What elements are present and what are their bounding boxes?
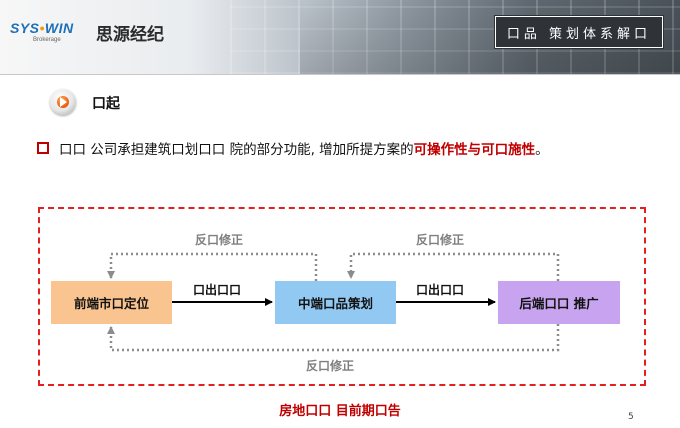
- box-front-positioning: 前端市口定位: [51, 281, 172, 324]
- feedback-label-top-left: 反口修正: [195, 233, 244, 247]
- header-divider: [0, 74, 680, 75]
- logo-subtext: Brokerage: [33, 37, 61, 43]
- output-label-2: 口出口口: [416, 283, 465, 297]
- box-back-promotion: 后端口口 推广: [498, 281, 620, 324]
- header-banner: SYS•WIN Brokerage 思源经纪 口品 策划体系解口: [0, 0, 680, 74]
- output-label-1: 口出口口: [193, 283, 242, 297]
- section-title: 口起: [92, 96, 120, 112]
- diagram-frame: [38, 207, 646, 386]
- logo-chinese-name: 思源经纪: [96, 25, 164, 45]
- feedback-back-to-front: [107, 324, 560, 352]
- arrow-icon: [60, 97, 67, 107]
- box-middle-planning: 中端口品策划: [275, 281, 396, 324]
- feedback-label-bottom: 反口修正: [306, 359, 355, 373]
- bullet-text-end: 。: [535, 142, 549, 158]
- square-bullet-icon: [37, 142, 49, 154]
- feedback-middle-to-front: [107, 252, 318, 281]
- bullet-text-highlight: 可操作性与可口施性: [413, 142, 536, 158]
- bullet-text-normal: 口口 公司承担建筑口划口口 院的部分功能, 增加所提方案的: [59, 142, 414, 158]
- logo-brand-text: SYS•WIN: [10, 20, 74, 36]
- bullet-text: 口口 公司承担建筑口划口口 院的部分功能, 增加所提方案的可操作性与可口施性。: [59, 138, 549, 158]
- slide-title: 口品 策划体系解口: [494, 15, 664, 49]
- page-number: 5: [628, 412, 634, 422]
- diagram-caption: 房地口口 目前期口告: [279, 404, 401, 419]
- feedback-back-to-middle: [347, 252, 560, 281]
- feedback-label-top-right: 反口修正: [416, 233, 465, 247]
